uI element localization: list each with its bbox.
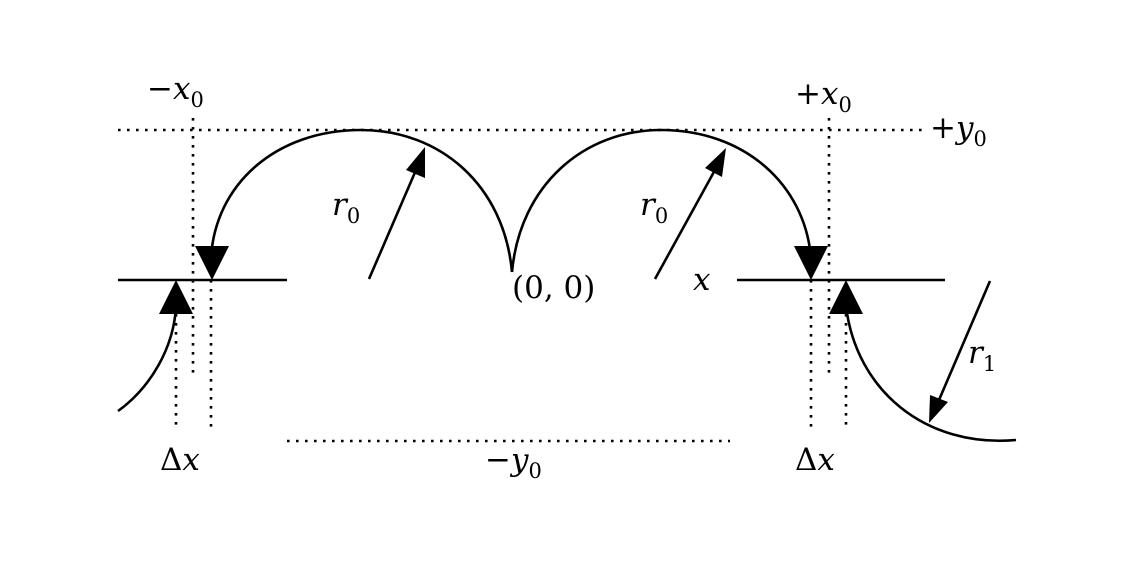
dotted-reference-lines bbox=[118, 118, 922, 443]
right-lower-arrowhead bbox=[829, 280, 863, 314]
labels: −x0 +x0 +y0 −y0 r0 r0 r1 (0, 0) x Δx Δx bbox=[147, 71, 996, 483]
left-arc-arrowhead bbox=[195, 246, 229, 280]
right-r0-arrow-shaft bbox=[653, 169, 717, 280]
right-semicircle-arc bbox=[510, 128, 813, 273]
dx-left-delta: Δ bbox=[160, 442, 182, 478]
arc-arrowheads bbox=[159, 246, 863, 314]
neg-x0-var: x bbox=[173, 71, 191, 107]
neg-x0-label: −x0 bbox=[147, 71, 204, 112]
r0-left-label: r0 bbox=[332, 187, 360, 228]
left-lower-arc bbox=[117, 305, 178, 413]
neg-x0-prefix: − bbox=[147, 71, 173, 107]
pos-x0-label: +x0 bbox=[795, 76, 852, 117]
r1-var: r bbox=[968, 335, 985, 371]
r1-sub: 1 bbox=[983, 352, 996, 376]
right-arc-arrowhead bbox=[794, 246, 828, 280]
x-label: x bbox=[693, 262, 711, 298]
pos-x0-sub: 0 bbox=[838, 93, 851, 117]
pos-y0-prefix: + bbox=[930, 110, 956, 146]
r0-left-var: r bbox=[332, 187, 349, 223]
neg-x0-sub: 0 bbox=[190, 88, 203, 112]
r1-label: r1 bbox=[968, 335, 996, 376]
pos-x0-prefix: + bbox=[795, 76, 821, 112]
dx-left-var: x bbox=[182, 442, 200, 478]
pos-x0-var: x bbox=[821, 76, 839, 112]
left-r0-arrowhead bbox=[406, 147, 425, 178]
neg-y0-sub: 0 bbox=[529, 459, 542, 483]
right-lower-arc bbox=[844, 305, 1017, 443]
left-r0-arrow-shaft bbox=[367, 169, 418, 280]
r0-left-sub: 0 bbox=[347, 204, 360, 228]
r1-arrowhead bbox=[929, 395, 948, 423]
origin-label: (0, 0) bbox=[512, 270, 595, 306]
left-lower-arrowhead bbox=[159, 280, 193, 314]
right-r0-arrowhead bbox=[705, 148, 726, 177]
dx-left-label: Δx bbox=[160, 442, 200, 478]
dx-right-label: Δx bbox=[795, 442, 835, 478]
left-semicircle-arc bbox=[209, 128, 514, 273]
pos-y0-var: y bbox=[954, 110, 974, 146]
dx-right-var: x bbox=[817, 442, 835, 478]
arcs bbox=[117, 128, 1017, 443]
neg-y0-var: y bbox=[509, 442, 529, 478]
r0-right-sub: 0 bbox=[655, 204, 668, 228]
r0-right-var: r bbox=[640, 187, 657, 223]
neg-y0-label: −y0 bbox=[485, 442, 542, 483]
neg-y0-prefix: − bbox=[485, 442, 511, 478]
r1-arrow-shaft bbox=[937, 280, 992, 401]
radius-arrows bbox=[367, 147, 992, 423]
r0-right-label: r0 bbox=[640, 187, 668, 228]
pos-y0-label: +y0 bbox=[930, 110, 987, 151]
pos-y0-sub: 0 bbox=[974, 127, 987, 151]
dx-right-delta: Δ bbox=[795, 442, 817, 478]
